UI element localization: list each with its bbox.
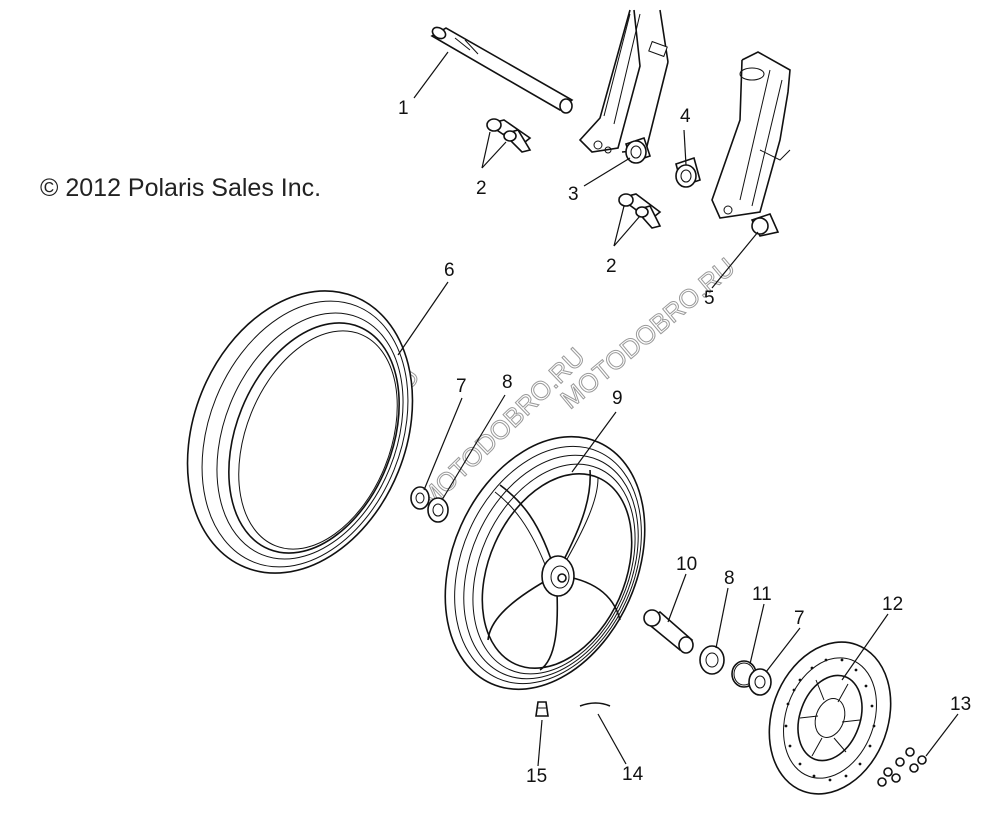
disc-bolts-part-13: [877, 747, 927, 787]
seal-part-7-left: [410, 486, 430, 510]
copyright-notice: © 2012 Polaris Sales Inc.: [40, 174, 322, 202]
callout-labels: 1 2 2 3 4 5 6 7 8 9 10 8 11 7 12 13 14 1…: [398, 98, 971, 787]
callout-1: 1: [398, 98, 409, 119]
callout-8-right: 8: [724, 568, 735, 589]
spacer-part-4: [675, 156, 701, 188]
callout-2-lower: 2: [606, 256, 617, 277]
callout-12: 12: [882, 594, 903, 615]
wheel-part-9: [444, 435, 646, 691]
seal-part-7-right: [748, 668, 772, 696]
balance-weight-part-14: [579, 702, 611, 707]
callout-6: 6: [444, 260, 455, 281]
callout-11: 11: [752, 584, 772, 605]
bearing-part-8-left: [427, 497, 449, 523]
callout-9: 9: [612, 388, 623, 409]
callout-3: 3: [568, 184, 579, 205]
axle-part-1: [430, 26, 574, 114]
callout-10: 10: [676, 554, 697, 575]
spacer-part-3: [624, 136, 652, 164]
callout-5: 5: [704, 288, 715, 309]
valve-stem-part-15: [535, 701, 549, 717]
axle-bolt-part-5: [750, 213, 780, 237]
brake-disc-part-12: [768, 641, 892, 795]
hub-spacer-part-10: [643, 609, 694, 654]
pinch-bolts-lower: [618, 193, 662, 229]
callout-7-right: 7: [794, 608, 805, 629]
callout-14: 14: [622, 764, 644, 785]
callout-2-upper: 2: [476, 178, 487, 199]
callout-15: 15: [526, 766, 547, 787]
callout-7-left: 7: [456, 376, 467, 397]
bearing-part-8-right: [699, 645, 725, 675]
fork-leg-right: [711, 51, 791, 219]
tire-part-6: [186, 290, 414, 574]
fork-leg-left: [578, 9, 669, 154]
watermark: MOTODOBRO.RU: [555, 252, 741, 415]
pinch-bolts-upper: [486, 118, 532, 153]
callout-8-left: 8: [502, 372, 513, 393]
callout-13: 13: [950, 694, 971, 715]
callout-4: 4: [680, 106, 691, 127]
leader-lines: [397, 51, 959, 767]
